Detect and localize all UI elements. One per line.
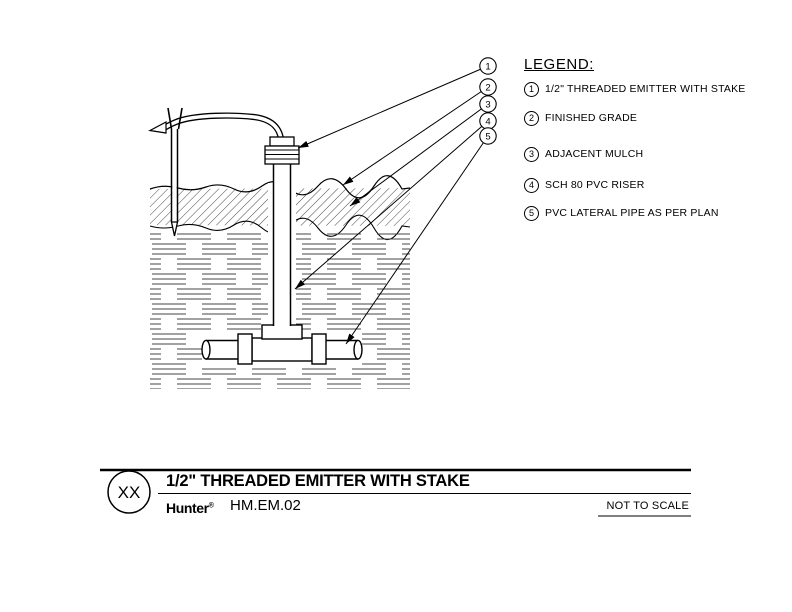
stake-tip bbox=[170, 221, 179, 237]
legend-item-number: 1 bbox=[524, 81, 539, 97]
callout-number-2: 2 bbox=[485, 82, 490, 93]
tee-hub-left bbox=[237, 333, 253, 365]
legend-item-label: 1/2" THREADED EMITTER WITH STAKE bbox=[545, 83, 746, 95]
legend-item-label: FINISHED GRADE bbox=[545, 112, 638, 124]
leader-line-1 bbox=[297, 65, 489, 149]
callout-circle-3 bbox=[479, 95, 497, 113]
callout-number-3: 3 bbox=[485, 99, 490, 110]
pipe-end-left bbox=[201, 339, 211, 360]
emitter-threads bbox=[265, 149, 299, 160]
emitter-cap bbox=[269, 136, 295, 147]
legend-item-number: 4 bbox=[524, 177, 539, 193]
legend-item: 3 ADJACENT MULCH bbox=[524, 146, 643, 162]
detail-title: 1/2" THREADED EMITTER WITH STAKE bbox=[166, 472, 470, 490]
callout-circle-2 bbox=[479, 78, 497, 96]
lateral-pipe-right bbox=[324, 339, 363, 360]
leader-line-4 bbox=[294, 120, 489, 290]
tee-hub-top bbox=[261, 324, 303, 340]
lateral-pipe-left bbox=[201, 339, 240, 360]
detail-mark: XX bbox=[107, 470, 151, 514]
callout-circle-1 bbox=[479, 57, 497, 75]
legend-item: 4 SCH 80 PVC RISER bbox=[524, 177, 644, 193]
legend-item: 2 FINISHED GRADE bbox=[524, 110, 637, 126]
leader-line-3 bbox=[349, 103, 489, 207]
distribution-tubing bbox=[148, 112, 285, 140]
legend-item: 1 1/2" THREADED EMITTER WITH STAKE bbox=[524, 81, 746, 97]
leader-line-5 bbox=[345, 135, 489, 345]
registered-mark: ® bbox=[208, 502, 214, 510]
tubing-barb bbox=[148, 121, 167, 134]
legend-title: LEGEND: bbox=[524, 56, 595, 73]
legend-item-number: 2 bbox=[524, 110, 539, 126]
legend-item-label: PVC LATERAL PIPE AS PER PLAN bbox=[545, 207, 719, 219]
detail-mark-label: XX bbox=[118, 483, 141, 502]
legend-item-number: 5 bbox=[524, 205, 539, 221]
stake-fork-left bbox=[167, 107, 173, 130]
legend-item: 5 PVC LATERAL PIPE AS PER PLAN bbox=[524, 205, 719, 221]
callout-number-4: 4 bbox=[485, 116, 490, 127]
emitter-collar bbox=[264, 145, 300, 165]
hunter-logo: Hunter® bbox=[166, 500, 214, 516]
callout-number-5: 5 bbox=[485, 131, 490, 142]
legend-item-label: SCH 80 PVC RISER bbox=[545, 179, 645, 191]
callout-circle-5 bbox=[479, 127, 497, 145]
threaded-emitter bbox=[264, 136, 300, 165]
model-number: HM.EM.02 bbox=[230, 497, 301, 514]
leader-lines bbox=[294, 65, 489, 345]
leader-line-2 bbox=[342, 86, 489, 186]
tee-fitting-and-lateral-pipe bbox=[201, 324, 363, 365]
callout-circles: 1 2 3 4 5 bbox=[479, 57, 497, 145]
tee-body bbox=[251, 337, 313, 362]
stake bbox=[167, 107, 183, 237]
legend-item-number: 3 bbox=[524, 146, 539, 162]
detail-mark-circle bbox=[107, 470, 151, 514]
hunter-logo-text: Hunter bbox=[166, 500, 209, 516]
tee-hub-right bbox=[311, 333, 327, 365]
stake-fork-right bbox=[177, 107, 183, 130]
scale-note: NOT TO SCALE bbox=[606, 500, 689, 512]
callout-number-1: 1 bbox=[485, 61, 490, 72]
legend-item-label: ADJACENT MULCH bbox=[545, 148, 644, 160]
pvc-riser bbox=[272, 164, 292, 326]
pipe-end-right bbox=[353, 339, 363, 360]
title-block-lines bbox=[100, 468, 691, 517]
